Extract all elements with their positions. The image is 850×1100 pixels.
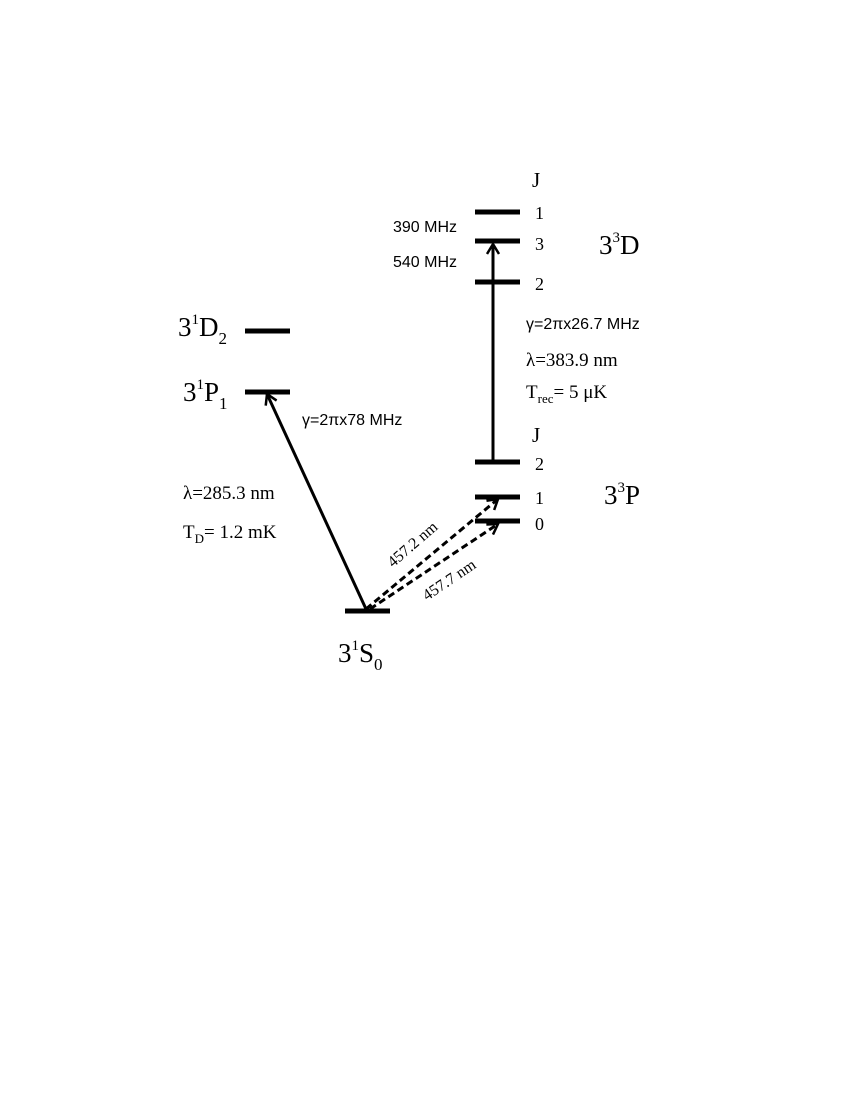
- j-value-p-2: 2: [535, 454, 544, 474]
- lambda-singlet: λ=285.3 nm: [183, 483, 275, 504]
- term-label-3-1P1: 31P1: [183, 377, 228, 413]
- doppler-temperature: TD= 1.2 mK: [183, 522, 277, 546]
- term-label-3-3D: 33D: [599, 230, 640, 260]
- arrow-intercombination-457-7: [369, 524, 498, 611]
- arrow-intercombination-457-2: [365, 499, 498, 611]
- lambda-triplet: λ=383.9 nm: [526, 350, 618, 371]
- j-value-p-0: 0: [535, 514, 544, 534]
- j-value-p-1: 1: [535, 488, 544, 508]
- j-value-d-1: 1: [535, 203, 544, 223]
- gamma-singlet: γ=2πx78 MHz: [302, 412, 402, 429]
- j-value-d-3: 3: [535, 234, 544, 254]
- wavelength-457-7: 457.7 nm: [420, 556, 480, 604]
- j-header-d: J: [532, 168, 540, 192]
- j-header-p: J: [532, 423, 540, 447]
- arrow-singlet-transition: [267, 394, 368, 610]
- term-label-3-1D2: 31D2: [178, 312, 227, 348]
- splitting-390: 390 MHz: [393, 219, 457, 236]
- term-label-3-3P: 33P: [604, 480, 640, 510]
- gamma-triplet: γ=2πx26.7 MHz: [526, 316, 640, 333]
- splitting-540: 540 MHz: [393, 254, 457, 271]
- wavelength-457-2: 457.2 nm: [384, 518, 441, 571]
- j-value-d-2: 2: [535, 274, 544, 294]
- recoil-temperature: Trec= 5 μK: [526, 382, 607, 406]
- term-label-3-1S0: 31S0: [338, 638, 383, 674]
